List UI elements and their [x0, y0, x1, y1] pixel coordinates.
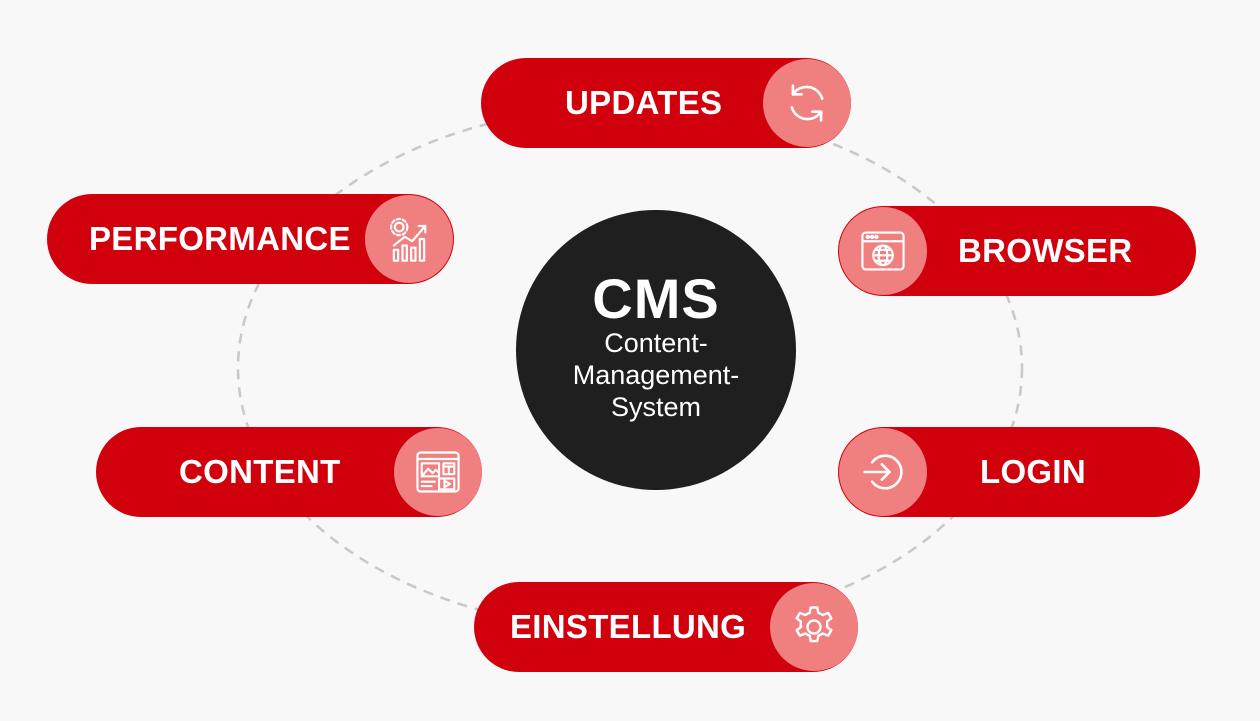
browser-globe-icon	[839, 207, 927, 295]
node-updates: UPDATES	[481, 58, 851, 148]
node-performance: PERFORMANCE	[47, 194, 454, 284]
node-login: LOGIN	[838, 427, 1200, 517]
media-content-icon	[394, 428, 482, 516]
node-einstellung-label: EINSTELLUNG	[510, 608, 747, 645]
node-content: CONTENT	[96, 427, 482, 517]
cms-center-circle: CMS Content- Management- System	[516, 210, 796, 490]
node-updates-label: UPDATES	[565, 84, 723, 121]
center-title: CMS	[592, 267, 720, 330]
node-login-label: LOGIN	[980, 453, 1086, 490]
node-content-label: CONTENT	[179, 453, 341, 490]
center-subtitle-line3: System	[610, 392, 702, 422]
node-browser-label: BROWSER	[958, 232, 1133, 269]
node-einstellung: EINSTELLUNG	[474, 582, 858, 672]
gear-icon	[770, 583, 858, 671]
login-icon	[839, 428, 927, 516]
center-subtitle-line2: Management-	[572, 360, 740, 390]
performance-chart-icon	[365, 195, 453, 283]
node-performance-label: PERFORMANCE	[89, 220, 351, 257]
refresh-icon	[763, 59, 851, 147]
node-browser: BROWSER	[838, 206, 1196, 296]
center-subtitle-line1: Content-	[604, 328, 708, 358]
